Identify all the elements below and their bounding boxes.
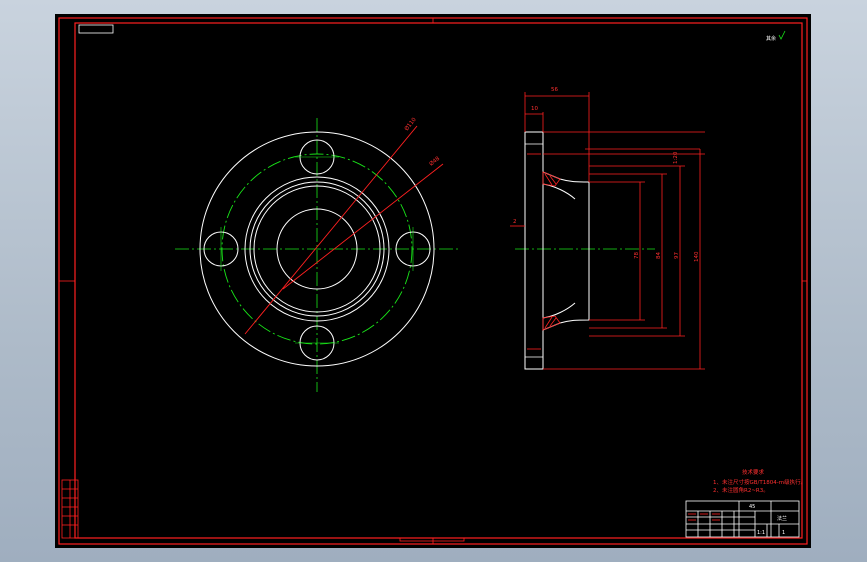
title-sheet: 1 [782, 530, 785, 536]
inner-frame [74, 22, 803, 539]
dim-inner: Ø48 [428, 155, 442, 168]
surface-mark-text: 其余 [766, 35, 776, 42]
zone-marks [59, 18, 807, 544]
technical-notes: 技术要求 1、未注尺寸按GB/T1804-m级执行。 2、未注圆角R2~R3。 [713, 468, 806, 494]
surface-mark: 其余 [766, 30, 786, 42]
dim-total-length: 56 [551, 87, 558, 93]
title-scale: 1:1 [757, 530, 765, 536]
margin-table [61, 479, 79, 539]
outer-frame [58, 17, 808, 545]
code-box [78, 24, 114, 34]
title-block [685, 500, 800, 538]
drawing-sheet: 其余 Ø110 Ø48 [55, 14, 811, 548]
dim-taper: 1:20 [673, 151, 679, 164]
dim-d1: 78 [634, 252, 640, 259]
dim-d4: 140 [694, 251, 700, 262]
dim-bolt-circle: Ø110 [403, 116, 418, 132]
notes-line-2: 2、未注圆角R2~R3。 [713, 486, 769, 494]
title-material: 45 [749, 504, 755, 510]
cad-drawing: 其余 Ø110 Ø48 [58, 17, 808, 545]
title-part-name: 法兰 [777, 515, 787, 522]
dim-small: 2 [513, 219, 517, 225]
notes-line-1: 1、未注尺寸按GB/T1804-m级执行。 [713, 478, 806, 486]
front-view: Ø110 Ø48 [175, 116, 460, 392]
side-view: 56 10 78 84 97 140 1:20 2 [510, 87, 705, 370]
notes-title: 技术要求 [742, 468, 765, 476]
dim-flange-thickness: 10 [531, 106, 538, 112]
dim-d3: 97 [674, 252, 680, 259]
dim-d2: 84 [656, 252, 662, 259]
